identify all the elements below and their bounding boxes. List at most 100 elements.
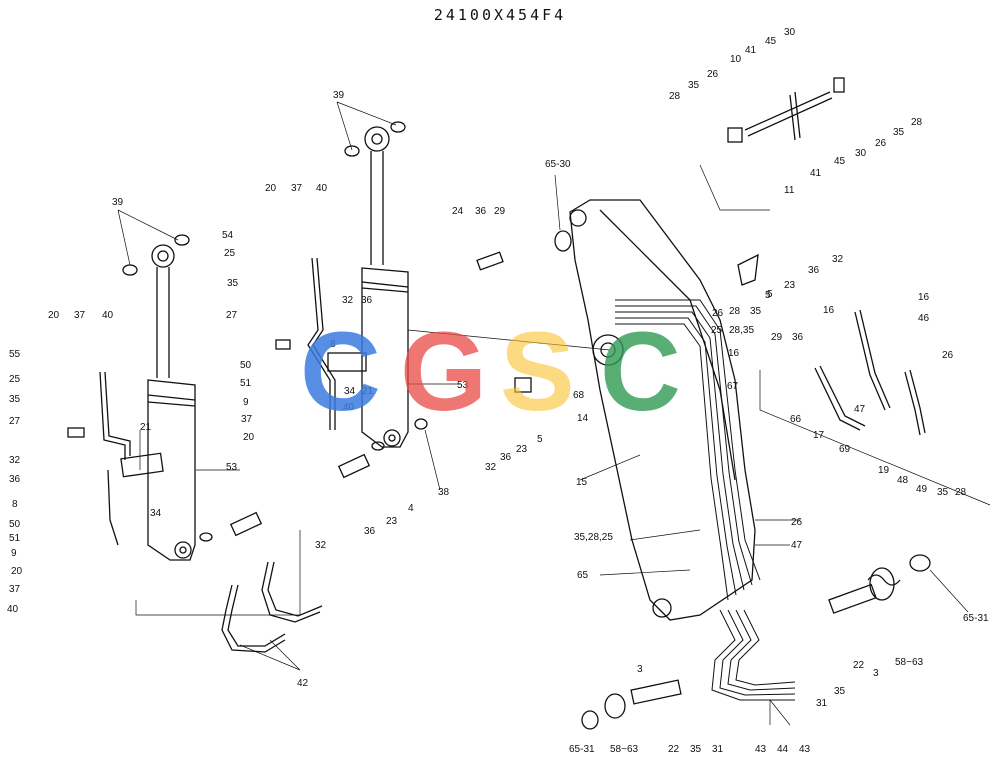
part-callout: 20 bbox=[11, 566, 23, 577]
part-callout: 37 bbox=[291, 183, 303, 194]
top-right-pipe-assembly bbox=[727, 77, 845, 143]
part-callout: 21 bbox=[362, 386, 374, 397]
part-callout: 16 bbox=[823, 305, 835, 316]
part-callout: 69 bbox=[839, 444, 851, 455]
part-callout: 47 bbox=[854, 404, 866, 415]
part-callout: 40 bbox=[343, 402, 355, 413]
part-callout: 8 bbox=[12, 499, 18, 510]
left-pipe-assembly bbox=[67, 371, 164, 546]
part-callout: 28,35 bbox=[729, 325, 754, 336]
part-callout: 16 bbox=[728, 348, 740, 359]
part-callout: 16 bbox=[918, 292, 930, 303]
part-callout: 36 bbox=[500, 452, 512, 463]
part-callout: 5 bbox=[767, 289, 773, 300]
part-callout: 27 bbox=[226, 310, 238, 321]
part-callout: 40 bbox=[7, 604, 19, 615]
part-callout: 44 bbox=[777, 744, 789, 755]
part-callout: 30 bbox=[855, 148, 867, 159]
svg-text:C: C bbox=[600, 318, 681, 428]
part-callout: 58~63 bbox=[895, 657, 924, 668]
pins-and-bushings bbox=[554, 230, 931, 730]
part-callout: 39 bbox=[112, 197, 124, 208]
part-callout: 36 bbox=[808, 265, 820, 276]
part-callout: 31 bbox=[712, 744, 724, 755]
part-callout: 47 bbox=[791, 540, 803, 551]
boom-cylinder bbox=[361, 126, 409, 448]
part-callout: 40 bbox=[316, 183, 328, 194]
part-callout: 36 bbox=[9, 474, 21, 485]
right-pipe-assembly bbox=[814, 309, 926, 436]
part-callout: 39 bbox=[333, 90, 345, 101]
cgsc-watermark: C G S C bbox=[300, 318, 681, 428]
part-callout: 43 bbox=[799, 744, 811, 755]
part-callout: 32 bbox=[315, 540, 327, 551]
part-callout: 35 bbox=[893, 127, 905, 138]
svg-text:G: G bbox=[400, 318, 487, 428]
part-callout: 28 bbox=[729, 306, 741, 317]
part-callout: 36 bbox=[475, 206, 487, 217]
part-callout: 26 bbox=[712, 308, 724, 319]
part-callout: 32 bbox=[342, 295, 354, 306]
part-callout: 50 bbox=[240, 360, 252, 371]
part-callout: 45 bbox=[834, 156, 846, 167]
part-callout: 65-31 bbox=[963, 613, 989, 624]
part-callout: 5 bbox=[765, 290, 771, 301]
part-callout: 35 bbox=[834, 686, 846, 697]
part-callout: 23 bbox=[784, 280, 796, 291]
part-callout: 15 bbox=[576, 477, 588, 488]
part-callout: 49 bbox=[916, 484, 928, 495]
part-callout: 42 bbox=[297, 678, 309, 689]
part-callout: 53 bbox=[226, 462, 238, 473]
part-callout: 35 bbox=[9, 394, 21, 405]
part-callout: 19 bbox=[878, 465, 890, 476]
part-callout: 29 bbox=[494, 206, 506, 217]
part-callout: 55 bbox=[9, 349, 21, 360]
curved-hoses bbox=[221, 561, 323, 653]
part-callout: 37 bbox=[74, 310, 86, 321]
part-callout: 24 bbox=[452, 206, 464, 217]
lower-hose-bundle bbox=[711, 609, 796, 701]
part-callout: 35 bbox=[750, 306, 762, 317]
part-callout: 32 bbox=[9, 455, 21, 466]
part-callout: 8 bbox=[330, 339, 336, 350]
part-callout: 23 bbox=[516, 444, 528, 455]
part-callout: 45 bbox=[765, 36, 777, 47]
part-callout: 31 bbox=[816, 698, 828, 709]
part-callout: 4 bbox=[408, 503, 414, 514]
part-callout: 25 bbox=[224, 248, 236, 259]
left-arm-cylinder bbox=[147, 244, 196, 561]
part-callout: 38 bbox=[438, 487, 450, 498]
part-callout: 51 bbox=[240, 378, 252, 389]
part-callout: 36 bbox=[364, 526, 376, 537]
part-callout: 35 bbox=[227, 278, 239, 289]
part-callout: 37 bbox=[241, 414, 253, 425]
part-callout: 41 bbox=[745, 45, 757, 56]
part-callout: 43 bbox=[755, 744, 767, 755]
leader-lines bbox=[117, 101, 991, 726]
part-callout: 36 bbox=[361, 295, 373, 306]
part-callout: 66 bbox=[790, 414, 802, 425]
part-callout: 67 bbox=[727, 381, 739, 392]
svg-text:S: S bbox=[500, 318, 575, 428]
part-callout: 28 bbox=[669, 91, 681, 102]
part-callout: 10 bbox=[730, 54, 742, 65]
middle-pipe-assembly bbox=[275, 257, 367, 430]
part-callout: 48 bbox=[897, 475, 909, 486]
part-callout: 26 bbox=[942, 350, 954, 361]
callout-labels: 39 39 20 37 40 54 25 35 27 32 36 8 34 21 50 5 19 37 20 40 53… bbox=[7, 27, 989, 755]
part-callout: 20 bbox=[243, 432, 255, 443]
part-callout: 26 bbox=[875, 138, 887, 149]
part-callout: 28 bbox=[911, 117, 923, 128]
part-callout: 21 bbox=[140, 422, 152, 433]
part-callout: 34 bbox=[150, 508, 162, 519]
drawing-title: 24100X454F4 bbox=[433, 6, 567, 24]
part-callout: 34 bbox=[344, 386, 356, 397]
part-callout: 27 bbox=[9, 416, 21, 427]
part-callout: 41 bbox=[810, 168, 822, 179]
part-callout: 54 bbox=[222, 230, 234, 241]
part-callout: 32 bbox=[832, 254, 844, 265]
part-callout: 51 bbox=[9, 533, 21, 544]
part-callout: 65-31 bbox=[569, 744, 595, 755]
part-callout: 46 bbox=[918, 313, 930, 324]
